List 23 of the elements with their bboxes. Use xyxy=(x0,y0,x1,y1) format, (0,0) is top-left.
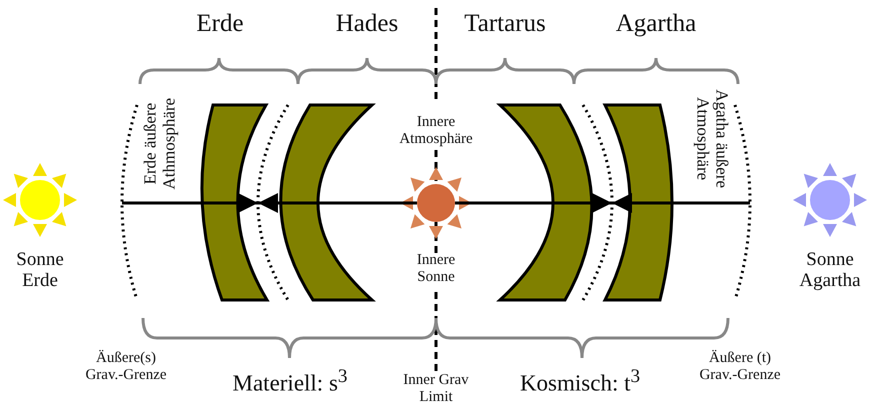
section-label: Materiell: s$^{3}$ xyxy=(232,366,348,396)
dotted-boundary-arc xyxy=(256,104,290,301)
arrow xyxy=(455,193,612,213)
sun-label: Sonne Erde xyxy=(15,250,65,292)
arrow xyxy=(612,193,750,213)
region-name: Erde xyxy=(195,10,245,38)
boundary-label: Äußere (t) Grav.-Grenze xyxy=(698,350,782,383)
sun-label: Innere Sonne xyxy=(416,252,456,285)
arrow xyxy=(122,193,258,213)
region-name: Agartha xyxy=(614,10,698,38)
region-name: Tartarus xyxy=(463,10,547,38)
atmosphere-label: Erde äußere Athmosphäre xyxy=(141,96,179,192)
boundary-label: Äußere(s) Grav.-Grenze xyxy=(84,350,168,383)
sun-icon xyxy=(793,163,867,237)
section-label: Kosmisch: t$^{3}$ xyxy=(518,366,642,396)
arrow xyxy=(258,193,417,213)
sun-label: Innere Atmosphäre xyxy=(398,114,474,147)
sun-label: Sonne Agartha xyxy=(798,250,862,292)
atmosphere-label: Agatha äußere Atmosphäre xyxy=(693,88,731,190)
boundary-label: Inner Grav Limit xyxy=(402,372,470,405)
region-name: Hades xyxy=(334,10,400,38)
dotted-boundary-arc xyxy=(582,104,614,301)
sun-icon xyxy=(3,163,77,237)
